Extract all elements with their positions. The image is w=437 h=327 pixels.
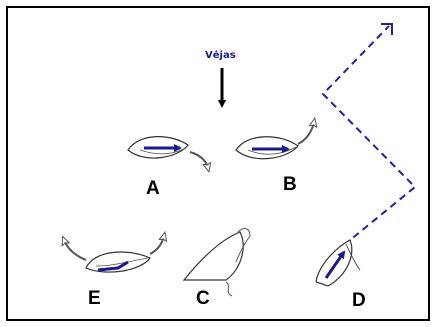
boat-e [64,236,164,273]
boat-e-sail [95,257,149,267]
frame-border [6,6,430,321]
boat-d-hull [315,239,353,287]
boat-b-sail [247,146,297,155]
label-c: C [196,288,210,309]
label-a: A [146,178,160,199]
boat-d-sail [345,243,361,271]
boat-c-line [225,281,233,297]
boat-a-sail [139,147,187,155]
boat-c-hull [182,231,244,281]
tacking-course-line [321,25,417,246]
boat-c-sail-flap [235,228,251,263]
label-d: D [352,290,366,311]
boat-b-turn-arrow [297,122,314,145]
label-b: B [283,174,297,195]
boat-e-force-vector [97,260,129,272]
boat-b [235,122,314,160]
boat-d [315,239,361,287]
boat-a-turn-arrow [189,151,208,168]
boat-e-hull [85,251,151,273]
wind-label: Vėjas [205,50,236,61]
boat-a [127,136,208,168]
boat-e-right-turn-arrow [149,236,164,255]
label-e: E [88,288,101,309]
boat-e-left-turn-arrow [64,240,87,261]
course-arrow-head [381,23,393,35]
boat-c [182,228,251,297]
boat-d-force-vector [324,250,346,279]
